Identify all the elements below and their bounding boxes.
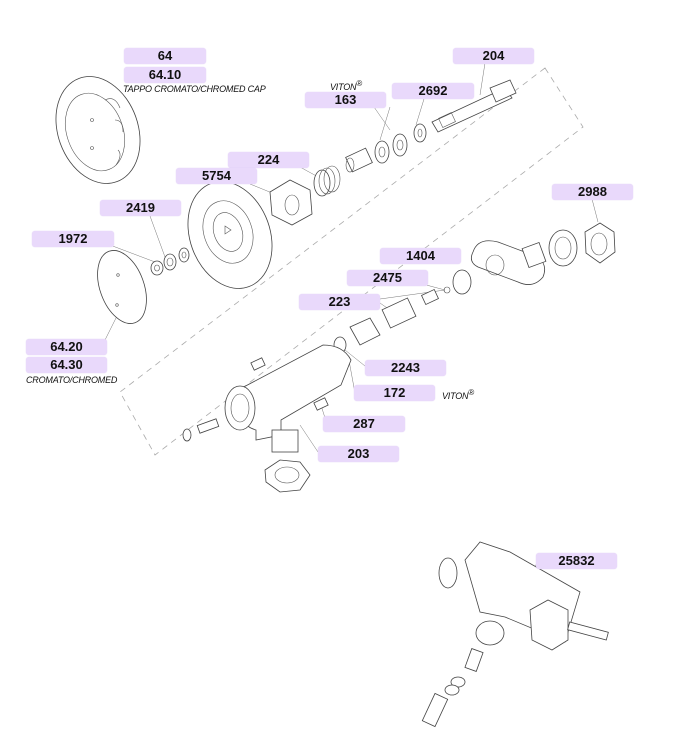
part-label-2475: 2475 bbox=[347, 270, 428, 286]
part-label-1404: 1404 bbox=[380, 248, 461, 264]
part-label-2692: 2692 bbox=[392, 83, 474, 99]
washers bbox=[374, 123, 427, 164]
viton-note-163: VITON® bbox=[330, 79, 362, 92]
part-label-2419: 2419 bbox=[100, 200, 181, 216]
part-label-25832: 25832 bbox=[536, 553, 617, 569]
hex-nut bbox=[269, 179, 313, 226]
small-nut-and-washer bbox=[150, 247, 190, 276]
cover-disc bbox=[97, 250, 147, 324]
valve-body bbox=[182, 344, 352, 493]
viton-text: VITON bbox=[330, 82, 357, 92]
part-label-64-20: 64.20 bbox=[26, 339, 107, 355]
part-label-203: 203 bbox=[318, 446, 399, 462]
chromed-note: CROMATO/CHROMED bbox=[26, 375, 118, 385]
part-label-64-30: 64.30 bbox=[26, 357, 107, 373]
part-label-163: 163 bbox=[305, 92, 386, 108]
part-label-223: 223 bbox=[299, 294, 380, 310]
part-label-5754: 5754 bbox=[176, 168, 257, 184]
part-label-64: 64 bbox=[124, 48, 206, 64]
part-label-287: 287 bbox=[323, 416, 405, 432]
part-label-2243: 2243 bbox=[365, 360, 446, 376]
toothed-washer-and-nut bbox=[548, 222, 616, 267]
assembly-dashed-outline bbox=[119, 67, 584, 456]
flange-fitting bbox=[443, 240, 547, 295]
handwheel-knob bbox=[187, 181, 273, 289]
cap-note: TAPPO CROMATO/CHROMED CAP bbox=[123, 84, 266, 94]
viton-note-172: VITON® bbox=[442, 388, 474, 401]
registered-mark: ® bbox=[356, 79, 363, 88]
spring bbox=[313, 165, 341, 197]
viton-text: VITON bbox=[442, 391, 469, 401]
chromed-cap-knob bbox=[55, 76, 141, 184]
part-label-172: 172 bbox=[354, 385, 435, 401]
part-label-224: 224 bbox=[228, 152, 309, 168]
registered-mark: ® bbox=[468, 388, 475, 397]
bushing bbox=[345, 147, 373, 173]
part-label-64-10: 64.10 bbox=[124, 67, 206, 83]
springs-223-2475 bbox=[333, 288, 439, 354]
leader-lines bbox=[104, 62, 599, 581]
part-label-1972: 1972 bbox=[32, 231, 114, 247]
part-label-2988: 2988 bbox=[552, 184, 633, 200]
part-label-204: 204 bbox=[453, 48, 534, 64]
valve-stem bbox=[431, 79, 517, 133]
assembled-valve bbox=[421, 541, 609, 728]
